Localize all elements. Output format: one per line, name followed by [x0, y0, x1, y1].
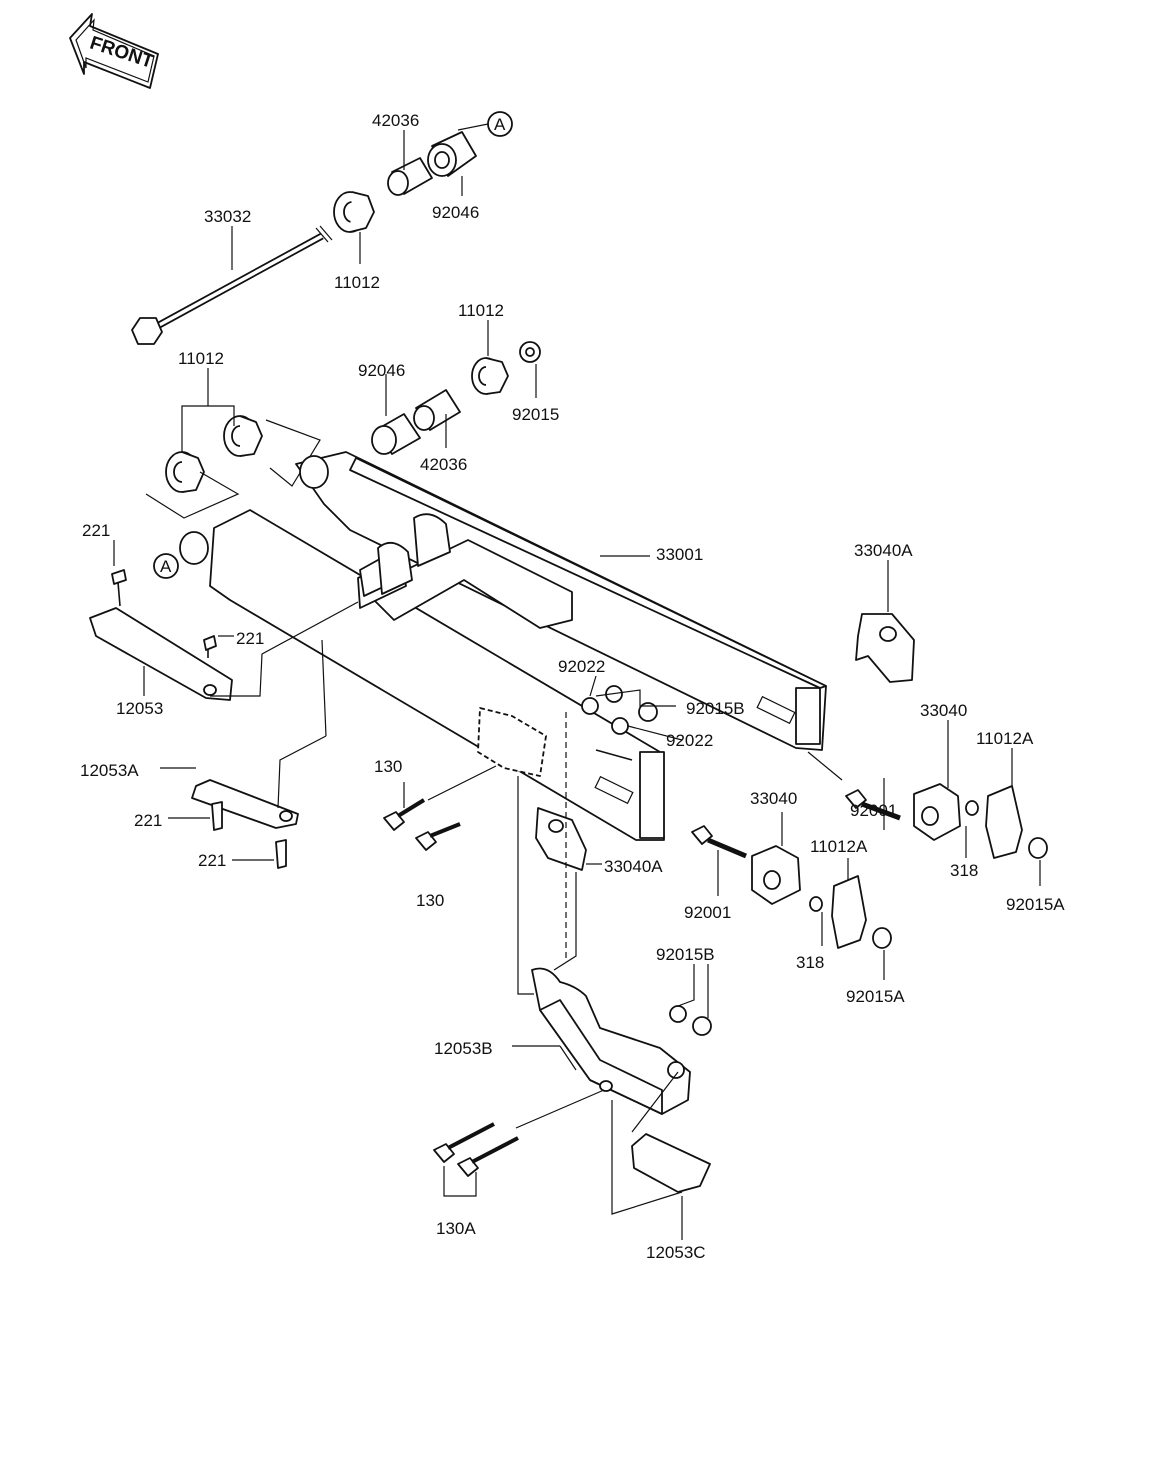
- adjuster-bolts: [383, 789, 901, 859]
- label-12053: 12053: [116, 699, 163, 718]
- label-92046-top: 92046: [432, 203, 479, 222]
- label-33040A-mid: 33040A: [604, 857, 663, 876]
- leader-lines: [113, 123, 1041, 1240]
- adjuster-plates: [831, 785, 1048, 949]
- label-11012-mid: 11012: [458, 301, 504, 320]
- label-130-b: 130: [416, 891, 444, 910]
- label-318-right: 318: [950, 861, 978, 880]
- left-pivot-parts: [145, 415, 321, 519]
- label-33040-right: 33040: [920, 701, 967, 720]
- label-92046-mid: 92046: [358, 361, 405, 380]
- label-92001-mid: 92001: [684, 903, 731, 922]
- label-92015B-low: 92015B: [656, 945, 715, 964]
- label-221-a: 221: [82, 521, 110, 540]
- label-33040A-right: 33040A: [854, 541, 913, 560]
- mid-pivot-parts: [371, 341, 541, 455]
- label-92015: 92015: [512, 405, 559, 424]
- label-11012A-mid: 11012A: [810, 837, 868, 856]
- chain-sliders: [89, 569, 299, 869]
- label-92015B-mid: 92015B: [686, 699, 745, 718]
- front-arrow-badge: FRONT: [69, 13, 159, 89]
- label-12053B: 12053B: [434, 1039, 493, 1058]
- label-130A: 130A: [436, 1219, 476, 1238]
- pivot-shaft: [131, 225, 333, 345]
- chain-guide: [433, 967, 712, 1193]
- label-11012A-right: 11012A: [976, 729, 1034, 748]
- label-33001: 33001: [656, 545, 703, 564]
- label-33032: 33032: [204, 207, 251, 226]
- label-221-c: 221: [134, 811, 162, 830]
- label-221-d: 221: [198, 851, 226, 870]
- label-221-b: 221: [236, 629, 264, 648]
- top-pivot-parts: [333, 131, 477, 233]
- label-12053C: 12053C: [646, 1243, 706, 1262]
- label-92015A-right: 92015A: [1006, 895, 1065, 914]
- ref-marker-top: A: [494, 115, 506, 134]
- guide-bracket-right: [855, 613, 915, 683]
- label-12053A: 12053A: [80, 761, 139, 780]
- label-92022-top: 92022: [558, 657, 605, 676]
- label-11012-top: 11012: [334, 273, 380, 292]
- label-92015A-mid: 92015A: [846, 987, 905, 1006]
- label-92022-mid: 92022: [666, 731, 713, 750]
- label-318-mid: 318: [796, 953, 824, 972]
- part-labels: 42036 92046 33032 11012 11012 92046 9201…: [80, 111, 1065, 1262]
- ref-marker-left: A: [160, 557, 172, 576]
- label-11012-left: 11012: [178, 349, 224, 368]
- ref-markers: A A: [153, 111, 513, 579]
- label-42036-mid: 42036: [420, 455, 467, 474]
- label-33040-mid: 33040: [750, 789, 797, 808]
- label-42036-top: 42036: [372, 111, 419, 130]
- swingarm-body: [179, 451, 827, 841]
- label-92001-right: 92001: [850, 801, 897, 820]
- label-130-a: 130: [374, 757, 402, 776]
- adjuster-blocks: [751, 783, 979, 912]
- guide-bracket-mid: [535, 807, 587, 871]
